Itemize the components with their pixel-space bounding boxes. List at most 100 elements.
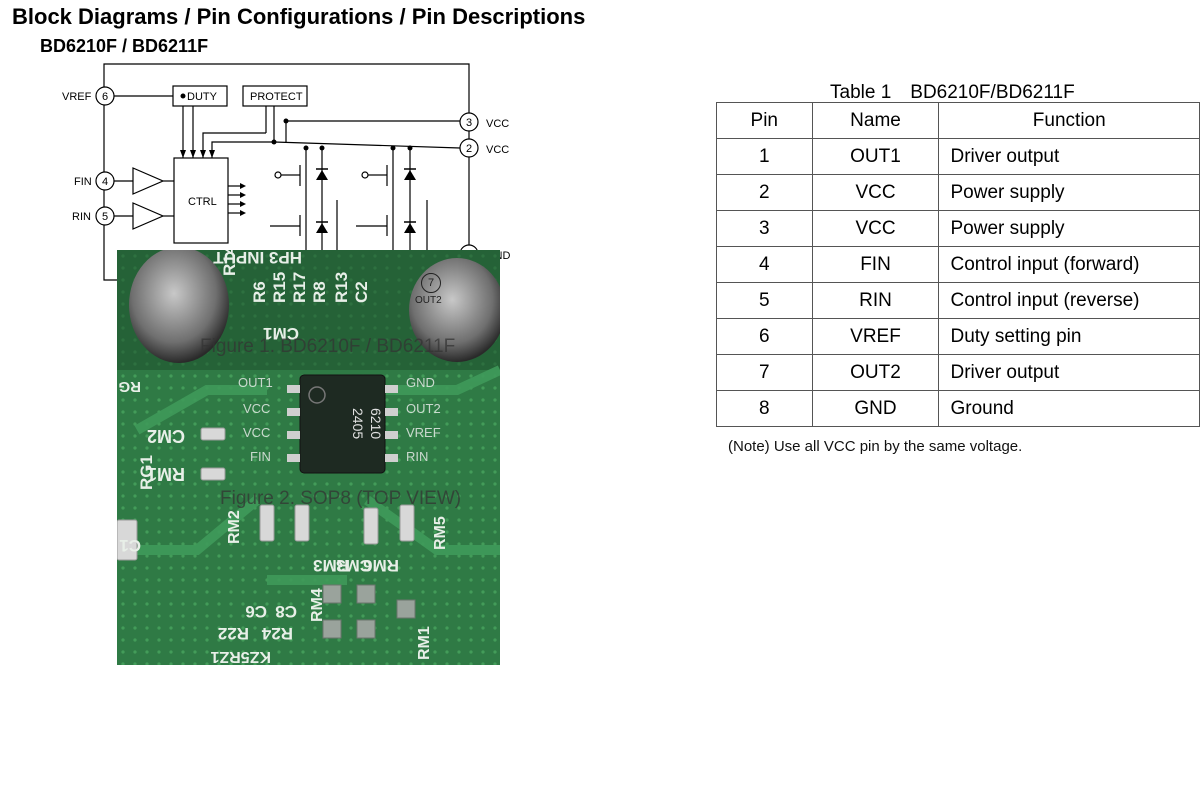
pin-4-marker xyxy=(95,171,115,191)
silk-c8: C8 xyxy=(275,602,297,621)
silk-r24: R24 xyxy=(261,624,293,643)
cell-function: Driver output xyxy=(938,138,1200,175)
cell-name: GND xyxy=(811,390,940,427)
sop-pin-out2: OUT2 xyxy=(406,401,441,416)
cell-pin: 3 xyxy=(716,210,813,247)
pin-5-number: 5 xyxy=(102,211,108,223)
sop-pin-fin: FIN xyxy=(250,449,271,464)
cell-name: VCC xyxy=(811,174,940,211)
table-note: (Note) Use all VCC pin by the same volta… xyxy=(728,438,1023,455)
pin-3-marker xyxy=(459,112,479,132)
out2-label: OUT2 xyxy=(415,295,442,306)
sop-pin-rin: RIN xyxy=(406,449,429,464)
table-header-row: Pin Name Function xyxy=(716,102,1200,139)
silk-c6: C6 xyxy=(245,602,267,621)
table-title: Table 1 BD6210F/BD6211F xyxy=(830,82,1075,103)
chip-marking-1: 6210 xyxy=(368,408,384,439)
ctrl-label: CTRL xyxy=(188,196,217,208)
pcb-photo: CM2 RM1 RG1 C1 RM2 RM3 CM3 RM6 RM5 RM4 C… xyxy=(117,250,500,665)
silk-r13: R13 xyxy=(332,272,351,303)
silk-rm4: RM4 xyxy=(309,588,326,622)
pin-3-number: 3 xyxy=(466,117,472,129)
cell-function: Power supply xyxy=(938,174,1200,211)
silk-r15: R15 xyxy=(270,272,289,303)
silk-rg1: RG1 xyxy=(137,455,156,490)
cell-pin: 5 xyxy=(716,282,813,319)
capacitor-left xyxy=(129,250,229,363)
silk-hp3-input: HP3 INPUT xyxy=(213,250,302,267)
silk-rm1: RM1 xyxy=(147,464,185,484)
silk-cm1: CM1 xyxy=(263,324,299,343)
part-subheading: BD6210F / BD6211F xyxy=(40,36,209,56)
cell-function: Power supply xyxy=(938,210,1200,247)
silk-rm3cm3rm6: RM3 xyxy=(313,556,349,575)
silk-cm2: CM2 xyxy=(147,426,185,446)
silk-r14: R14 xyxy=(220,250,239,276)
pin-2-number: 2 xyxy=(466,143,472,155)
protect-label: PROTECT xyxy=(250,91,303,103)
figure-1-caption: Figure 1. BD6210F / BD6211F xyxy=(200,336,456,357)
silk-r8: R8 xyxy=(310,281,329,303)
figure-2-caption: Figure 2. SOP8 (TOP VIEW) xyxy=(220,488,462,509)
sop-pin-out1: OUT1 xyxy=(238,375,273,390)
pin-7-marker: 7 xyxy=(421,273,441,293)
cell-name: FIN xyxy=(811,246,940,283)
cell-function: Ground xyxy=(938,390,1200,427)
cell-function: Duty setting pin xyxy=(938,318,1200,355)
silk-c1: C1 xyxy=(119,536,141,555)
vcc2-label: VCC xyxy=(486,144,509,156)
chip-marking-2: 2405 xyxy=(350,408,366,439)
cell-name: VREF xyxy=(811,318,940,355)
cell-name: VCC xyxy=(811,210,940,247)
cell-pin: 7 xyxy=(716,354,813,391)
vref-label: VREF xyxy=(62,91,92,103)
header-pin: Pin xyxy=(716,102,813,139)
header-function: Function xyxy=(938,102,1200,139)
silk-kz5rz1: KZ5RZ1 xyxy=(210,648,271,665)
cell-name: OUT2 xyxy=(811,354,940,391)
silk-r17: R17 xyxy=(290,272,309,303)
pin-5-marker xyxy=(95,206,115,226)
silk-r22: R22 xyxy=(218,624,249,643)
header-name: Name xyxy=(811,102,940,139)
silk-cm3: CM3 xyxy=(336,556,372,575)
silk-rm2: RM2 xyxy=(226,510,243,544)
pin-6-marker xyxy=(95,86,115,106)
cell-name: OUT1 xyxy=(811,138,940,175)
silk-rm5: RM5 xyxy=(432,516,449,550)
cell-pin: 1 xyxy=(716,138,813,175)
sop8-chip xyxy=(299,374,386,474)
silk-rm6: RM6 xyxy=(363,556,399,575)
cell-pin: 2 xyxy=(716,174,813,211)
duty-label: DUTY xyxy=(187,91,218,103)
cell-function: Control input (reverse) xyxy=(938,282,1200,319)
vcc3-label: VCC xyxy=(486,118,509,130)
silk-c2: C2 xyxy=(352,281,371,303)
protect-block xyxy=(242,85,308,107)
cell-name: RIN xyxy=(811,282,940,319)
sop-pin-gnd: GND xyxy=(406,375,435,390)
cell-pin: 4 xyxy=(716,246,813,283)
pcb-photo-art: CM2 RM1 RG1 C1 RM2 RM3 CM3 RM6 RM5 RM4 C… xyxy=(117,250,500,665)
duty-block xyxy=(172,85,228,107)
pin-6-number: 6 xyxy=(102,91,108,103)
cell-pin: 6 xyxy=(716,318,813,355)
rin-label: RIN xyxy=(72,211,91,223)
silk-rg: RG xyxy=(119,378,142,395)
cell-pin: 8 xyxy=(716,390,813,427)
sop-pin-vref: VREF xyxy=(406,425,441,440)
sop-pin-vcc-b: VCC xyxy=(243,425,271,440)
pin-4-number: 4 xyxy=(102,176,108,188)
page-heading: Block Diagrams / Pin Configurations / Pi… xyxy=(12,4,586,29)
pin-2-marker xyxy=(459,138,479,158)
silk-r6: R6 xyxy=(250,281,269,303)
fin-label: FIN xyxy=(74,176,92,188)
cell-function: Control input (forward) xyxy=(938,246,1200,283)
